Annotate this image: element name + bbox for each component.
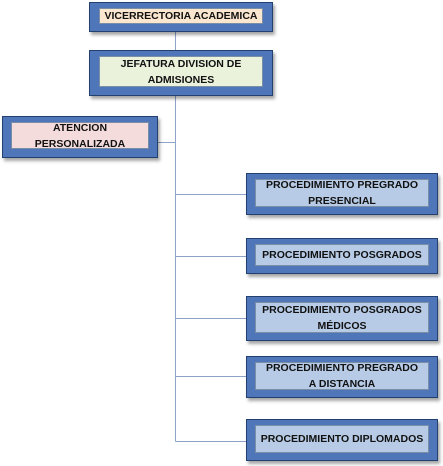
- division-node: JEFATURA DIVISION DE ADMISIONES: [89, 50, 273, 96]
- procedure-node-label: PROCEDIMIENTO POSGRADOS MÉDICOS: [255, 302, 429, 333]
- root-node: VICERRECTORIA ACADEMICA: [89, 2, 273, 32]
- procedure-node-3: PROCEDIMIENTO POSGRADOS MÉDICOS: [246, 296, 438, 341]
- procedure-node-label: PROCEDIMIENTO PREGRADO A DISTANCIA: [255, 362, 429, 390]
- procedure-node-label: PROCEDIMIENTO POSGRADOS: [255, 244, 429, 266]
- procedure-node-5: PROCEDIMIENTO DIPLOMADOS: [246, 419, 438, 461]
- staff-node: ATENCION PERSONALIZADA: [2, 116, 158, 158]
- procedure-node-label: PROCEDIMIENTO PREGRADO PRESENCIAL: [255, 179, 429, 207]
- staff-node-label: ATENCION PERSONALIZADA: [11, 122, 149, 150]
- procedure-node-1: PROCEDIMIENTO PREGRADO PRESENCIAL: [246, 173, 438, 215]
- procedure-node-label: PROCEDIMIENTO DIPLOMADOS: [255, 425, 429, 453]
- division-node-label: JEFATURA DIVISION DE ADMISIONES: [99, 56, 263, 87]
- procedure-node-2: PROCEDIMIENTO POSGRADOS: [246, 238, 438, 274]
- procedure-node-4: PROCEDIMIENTO PREGRADO A DISTANCIA: [246, 356, 438, 398]
- root-node-label: VICERRECTORIA ACADEMICA: [99, 8, 263, 24]
